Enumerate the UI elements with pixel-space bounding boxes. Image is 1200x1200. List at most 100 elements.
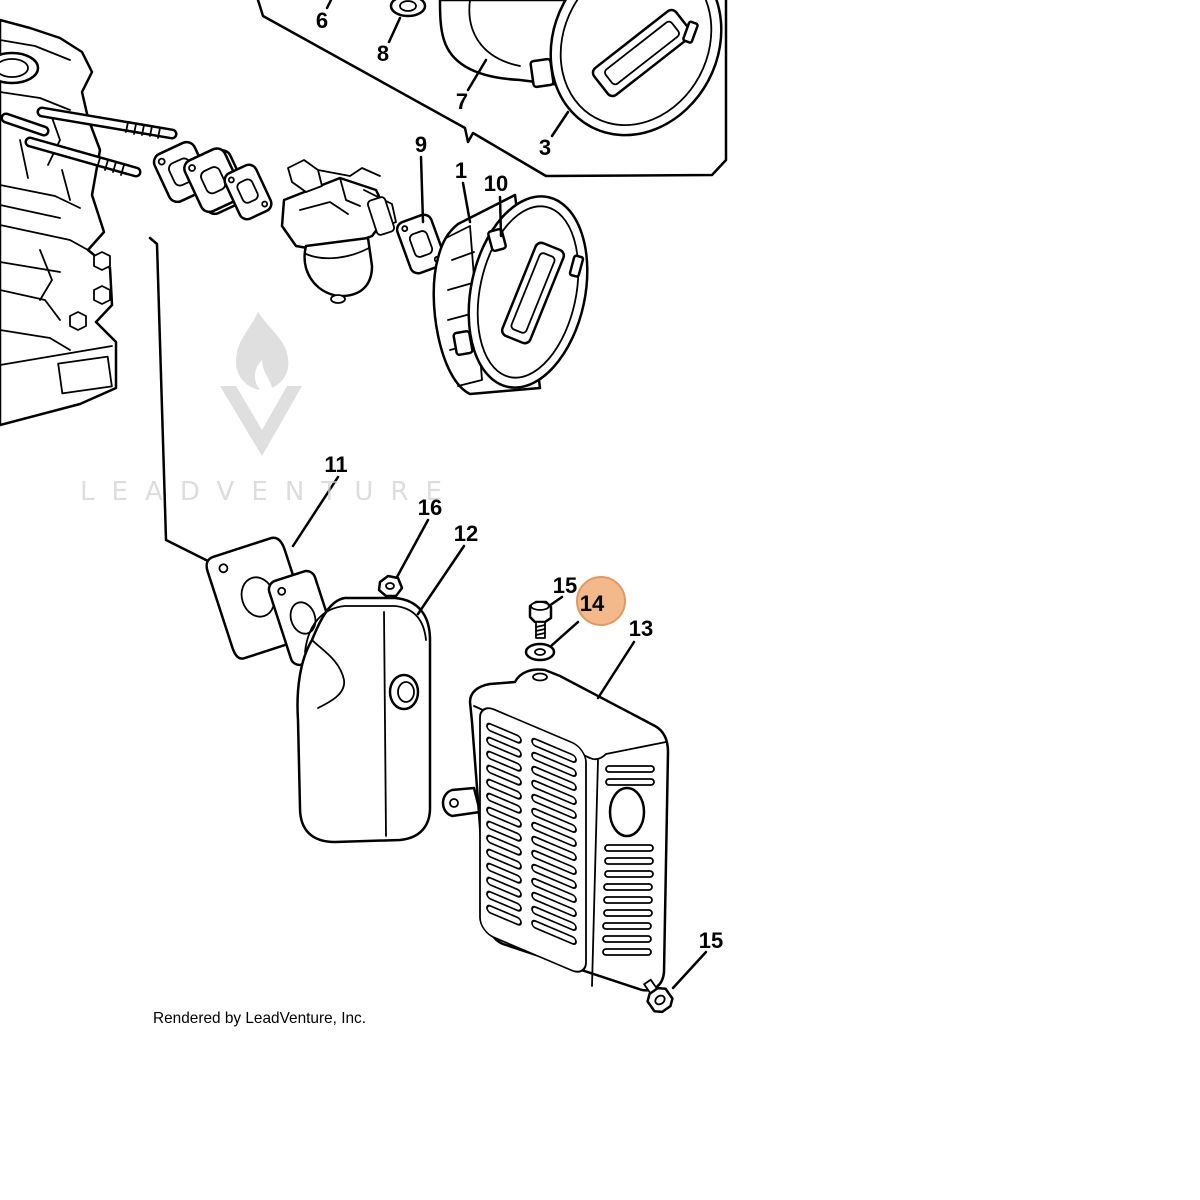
leader-line-15-upper [547,595,564,608]
guard-vent-slot [531,835,577,862]
guard-side-edge [591,759,599,987]
guard-vent-slot [531,765,577,792]
leader-line-12 [416,544,466,616]
guard-vent-slot [605,778,655,786]
leader-line-6 [325,0,333,10]
engine-bolt-boss [69,311,87,331]
leader-line-7 [466,58,488,92]
guard-vent-slot [603,883,653,891]
part-16-nut [377,574,404,598]
carburetor-intake-flange [367,196,395,236]
callout-7[interactable]: 7 [456,89,468,114]
guard-vent-slot [531,877,577,904]
part-3-7-air-cleaner-cover-assembly [389,0,723,137]
engine-fin-lines [0,39,113,366]
leader-line-3 [550,110,570,138]
callout-13[interactable]: 13 [629,616,653,641]
guard-vent-slot [604,857,654,865]
guard-vent-slot [531,793,577,820]
guard-vent-slot [486,876,522,898]
callout-11[interactable]: 11 [324,452,347,477]
air-cleaner-clip [452,330,474,356]
part-15-bolt-lower [643,978,674,1014]
watermark: LEADVENTURE [80,312,442,507]
guard-front-vents [479,707,587,973]
callout-15-upper[interactable]: 15 [553,573,577,598]
guard-vent-slot [531,821,577,848]
highlight-circle-14[interactable] [576,576,626,626]
callout-10[interactable]: 10 [484,171,508,196]
guard-vent-slot [486,792,522,814]
muffler-body [296,596,432,844]
muffler-inlet-contour [311,639,345,709]
muffler-seam [383,611,387,837]
guard-vent-slot [604,870,654,878]
leader-line-8 [387,16,402,44]
guard-vent-slot [486,750,522,772]
guard-vent-slot [486,806,522,828]
part-gasket-carburetor-b [223,163,273,221]
guard-vent-slot [486,904,522,926]
engine-block [0,18,178,427]
air-cleaner-clip [568,254,585,278]
callout-9[interactable]: 9 [415,132,427,157]
carburetor-bowl-rim [305,247,370,260]
guard-vent-slot [531,751,577,778]
part-9-gasket-air-cleaner [395,213,447,275]
leader-line-10 [498,195,503,238]
upper-assembly-bracket [256,0,728,178]
engine-base-plate [57,355,113,395]
callout-16[interactable]: 16 [418,495,442,520]
guard-vent-slot [486,722,522,744]
watermark-logo-flame [236,312,289,390]
guard-mounting-tab [441,786,482,818]
carburetor-body [280,176,390,254]
guard-vent-slot [531,863,577,890]
carburetor-float-bowl [303,236,374,298]
part-12-muffler [296,596,432,844]
guard-top-tab-hole [532,672,548,682]
part-8-fitting-inner [399,0,417,12]
carburetor-linkage [299,167,397,229]
guard-vent-slot [531,807,577,834]
callout-leader-lines [291,0,708,990]
engine-bolt-boss [93,251,111,271]
callout-14[interactable]: 14 [580,591,605,616]
guard-vent-slot [486,764,522,786]
guard-top-edge [473,705,667,761]
part-14-washer [524,642,556,662]
callout-1[interactable]: 1 [455,158,467,183]
part-1-air-cleaner [432,193,589,396]
leader-line-13 [596,640,636,700]
guard-vent-slot [531,919,577,946]
guard-outlet-hole [608,786,646,838]
guard-vent-slot [531,779,577,806]
callout-8[interactable]: 8 [377,41,389,66]
guard-side-vents [602,765,655,956]
render-credit-caption: Rendered by LeadVenture, Inc. [153,1010,366,1027]
callout-12[interactable]: 12 [454,521,478,546]
guard-vent-slot [531,849,577,876]
leader-line-11 [291,475,340,548]
guard-vent-slot [531,905,577,932]
watermark-logo-v [220,386,302,456]
part-15-bolt-upper [528,600,553,639]
callout-15-lower[interactable]: 15 [699,928,723,953]
cylinder-bore-inner [0,58,29,78]
leader-line-15-lower [671,950,708,990]
callout-3[interactable]: 3 [539,135,551,160]
guard-vent-slot [604,844,654,852]
stud-threads [96,121,161,176]
carburetor-studs [0,106,178,178]
assembly-bracket-lines [148,0,728,572]
part-13-muffler-guard [441,668,670,992]
callouts: 6 8 7 3 9 1 10 11 16 12 15 14 13 15 [316,8,723,953]
engine-bolt-boss [93,285,111,305]
air-cleaner-window-inner [510,252,556,334]
leader-line-16 [395,518,430,579]
muffler-outlet-inner [397,681,415,703]
callout-6[interactable]: 6 [316,8,328,33]
upper-air-cleaner-seam [468,0,521,67]
guard-vent-slot [486,736,522,758]
